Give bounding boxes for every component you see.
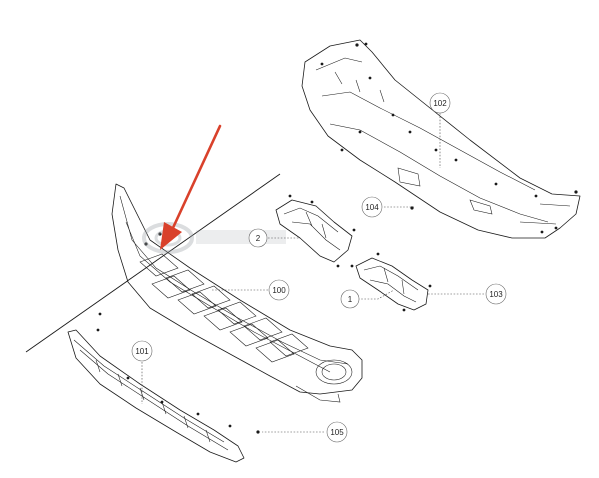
callout-104: 104 <box>361 196 383 218</box>
callout-103: 103 <box>485 283 507 305</box>
callout-label: 101 <box>135 347 149 356</box>
part-100-grille <box>111 183 363 403</box>
callout-105: 105 <box>326 421 348 443</box>
callout-label: 100 <box>272 286 286 295</box>
callout-label: 102 <box>433 99 447 108</box>
callout-2: 2 <box>248 228 268 248</box>
section-line <box>25 173 281 353</box>
red-arrow-icon <box>160 124 222 250</box>
callout-1: 1 <box>340 289 360 309</box>
leader-lines <box>141 110 484 433</box>
part-2-bracket <box>275 194 356 268</box>
callout-label: 105 <box>330 428 344 437</box>
callout-101: 101 <box>131 340 153 362</box>
callout-label: 103 <box>489 290 503 299</box>
part-101-lower-strip <box>67 312 260 463</box>
callout-label: 2 <box>256 234 261 243</box>
callout-100: 100 <box>268 279 290 301</box>
callout-label: 104 <box>365 203 379 212</box>
callout-102: 102 <box>429 92 451 114</box>
part-102-upper-shield <box>301 39 581 239</box>
callout-label: 1 <box>348 295 353 304</box>
part-1-103-bracket <box>350 252 432 312</box>
